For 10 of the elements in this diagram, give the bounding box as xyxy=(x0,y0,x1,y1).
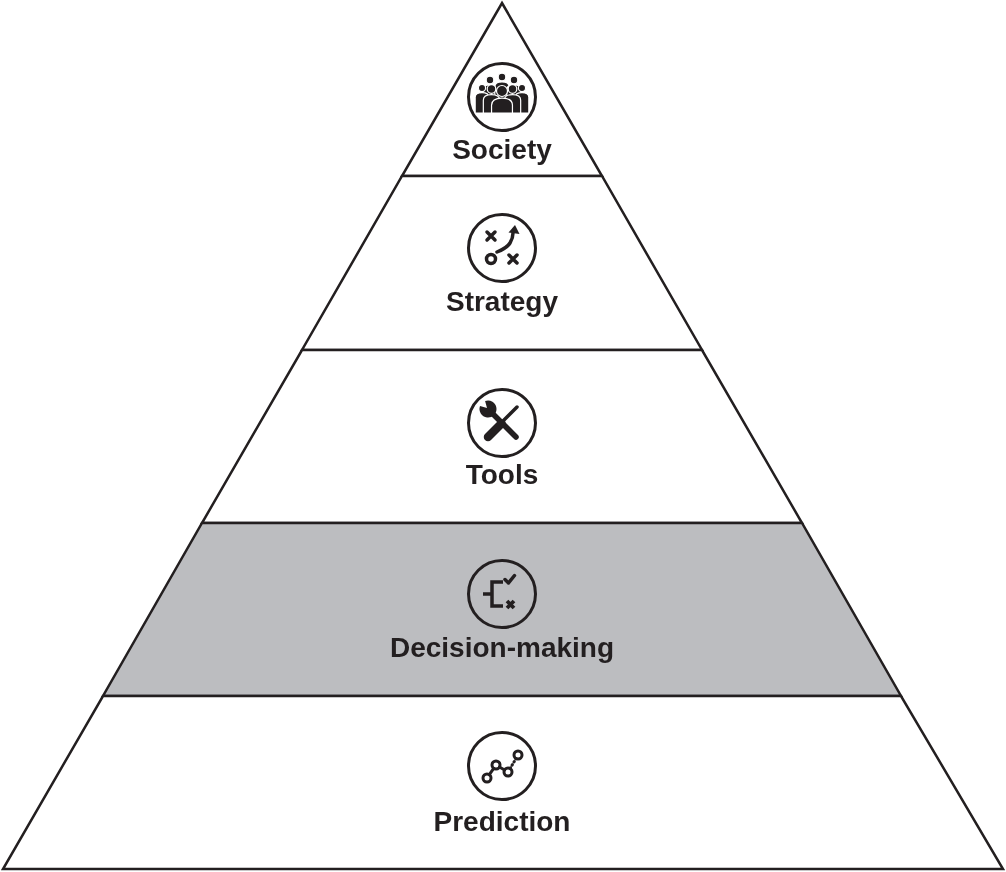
tier-label: Decision-making xyxy=(389,631,615,665)
pyramid-tier xyxy=(302,176,702,350)
pyramid-tier xyxy=(103,523,901,696)
tier-label: Prediction xyxy=(433,805,571,839)
tier-label: Strategy xyxy=(446,285,558,319)
pyramid-tier xyxy=(402,3,602,176)
pyramid-tier xyxy=(202,350,802,523)
tier-label: Tools xyxy=(465,458,539,492)
tier-label: Society xyxy=(452,133,552,167)
pyramid-tier xyxy=(3,696,1003,869)
